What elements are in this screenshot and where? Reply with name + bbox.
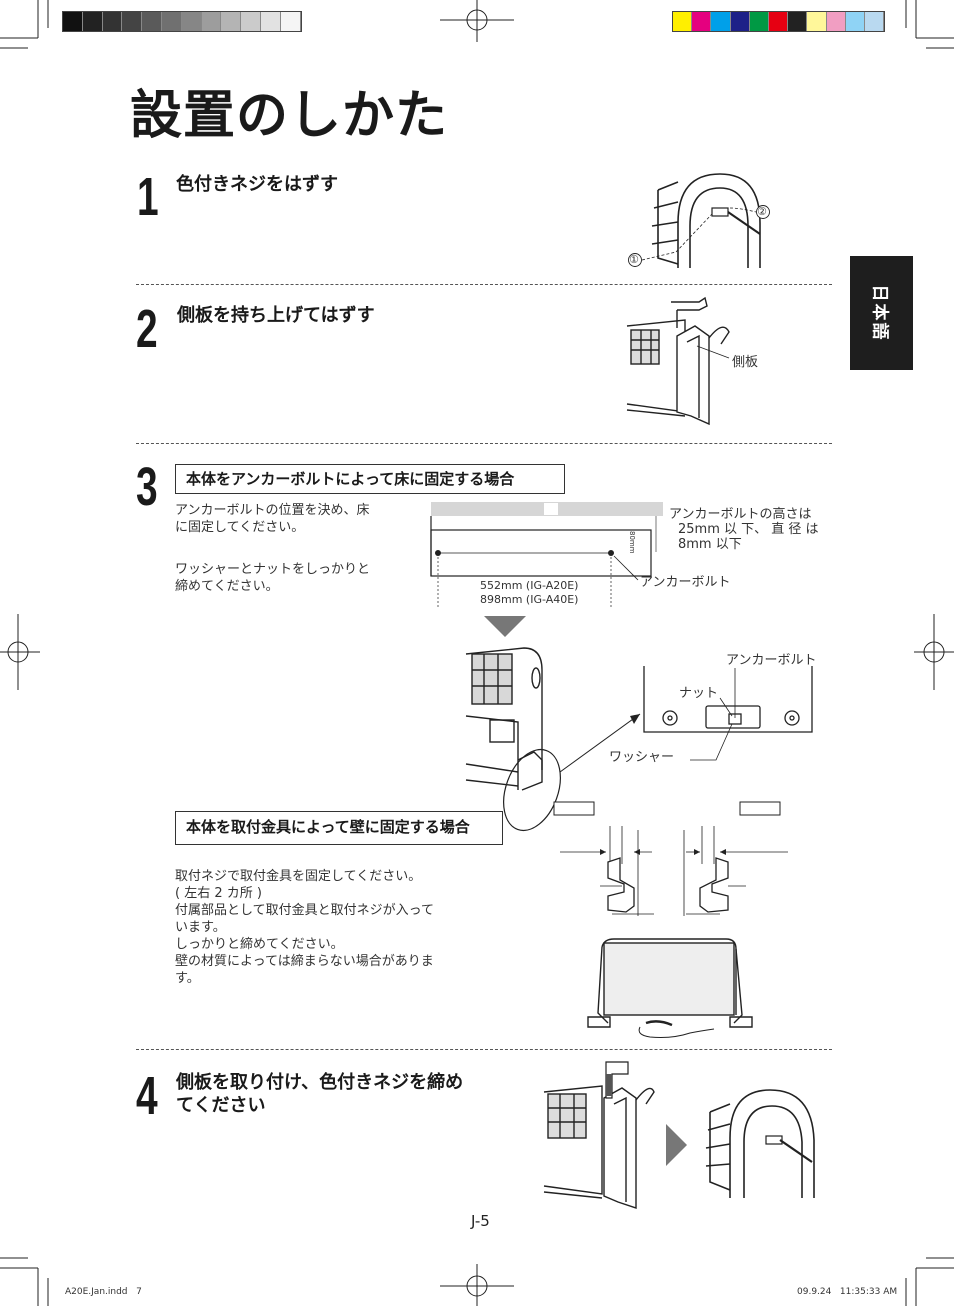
wall-fix-text: 取付ネジで取付金具を固定してください。 ( 左右 2 カ所 ) 付属部品として取… — [175, 869, 434, 986]
detail-nut-label: ナット — [679, 686, 719, 701]
wall-fix-heading: 本体を取付金具によって壁に固定する場合 — [175, 811, 503, 845]
floor-fix-heading: 本体をアンカーボルトによって床に固定する場合 — [175, 464, 565, 494]
floor-fix-text-2: ワッシャーとナットをしっかりと 締めてください。 — [175, 562, 371, 594]
anchor-height-note: アンカーボルトの高さは 25mm 以 下、 直 径 は 8mm 以下 — [669, 507, 819, 552]
page-title: 設置のしかた — [130, 86, 449, 146]
step-1-heading: 色付きネジをはずす — [176, 174, 338, 195]
color-swatch — [807, 12, 827, 31]
dim-a40e-label: 898mm (IG-A40E) — [480, 593, 579, 606]
color-swatch — [122, 12, 143, 31]
anchor-bolt-detail — [559, 666, 813, 773]
page-number: J-5 — [471, 1212, 490, 1230]
anchor-plan-diagram — [430, 502, 663, 608]
step-2-number: 2 — [136, 299, 158, 359]
step-4-heading: 側板を取り付け、色付きネジを締め てください — [176, 1072, 464, 1116]
step-2-heading: 側板を持ち上げてはずす — [177, 305, 375, 326]
language-tab-label: 日本語 — [869, 284, 889, 342]
color-swatch — [201, 12, 222, 31]
color-swatch — [864, 12, 885, 31]
wall-bracket-illustration — [553, 801, 788, 916]
anchor-bolt-label: アンカーボルト — [640, 575, 731, 590]
color-swatch — [692, 12, 712, 31]
step-1-illustration — [628, 173, 770, 268]
color-swatch — [102, 12, 123, 31]
color-swatch — [260, 12, 281, 31]
language-tab: 日本語 — [850, 256, 913, 370]
footer-timestamp: 09.9.24 11:35:33 AM — [797, 1287, 898, 1297]
step-4-illustration-attach — [543, 1061, 655, 1209]
color-swatch — [768, 12, 789, 31]
step-4-number: 4 — [136, 1066, 158, 1126]
step-2-illustration — [626, 296, 730, 426]
detail-anchor-bolt-label: アンカーボルト — [726, 653, 817, 668]
step-2-side-panel-label: 側板 — [732, 355, 759, 370]
color-swatch — [845, 12, 865, 31]
color-swatch — [673, 12, 693, 31]
color-swatch — [711, 12, 731, 31]
arrow-right-icon — [666, 1124, 687, 1166]
color-swatch — [826, 12, 846, 31]
process-color-bar — [672, 11, 886, 32]
divider-3 — [136, 1049, 832, 1050]
step-4-illustration-screw — [705, 1089, 815, 1198]
step-3-number: 3 — [136, 457, 158, 517]
step-1-label-2: ② — [757, 205, 767, 218]
step-1-number: 1 — [137, 167, 159, 227]
arrow-down-icon — [484, 616, 526, 637]
detail-washer-label: ワッシャー — [609, 750, 675, 765]
gray-color-bar — [62, 11, 302, 32]
dim-80mm-label: 80mm — [628, 531, 636, 554]
color-swatch — [280, 12, 301, 31]
color-swatch — [181, 12, 202, 31]
color-swatch — [788, 12, 808, 31]
color-swatch — [730, 12, 750, 31]
color-swatch — [221, 12, 242, 31]
divider-1 — [136, 284, 832, 285]
divider-2 — [136, 443, 832, 444]
dim-a20e-label: 552mm (IG-A20E) — [480, 579, 579, 592]
color-swatch — [749, 12, 769, 31]
floor-unit-illustration — [465, 647, 561, 832]
footer-file-info: A20E.Jan.indd 7 — [65, 1287, 142, 1297]
color-swatch — [241, 12, 261, 31]
color-swatch — [82, 12, 103, 31]
color-swatch — [63, 12, 83, 31]
step-1-label-1: ① — [629, 253, 639, 266]
floor-fix-text-1: アンカーボルトの位置を決め、床 に固定してください。 — [175, 503, 370, 535]
wall-mounted-unit-illustration — [587, 938, 753, 1038]
color-swatch — [161, 12, 182, 31]
color-swatch — [142, 12, 162, 31]
